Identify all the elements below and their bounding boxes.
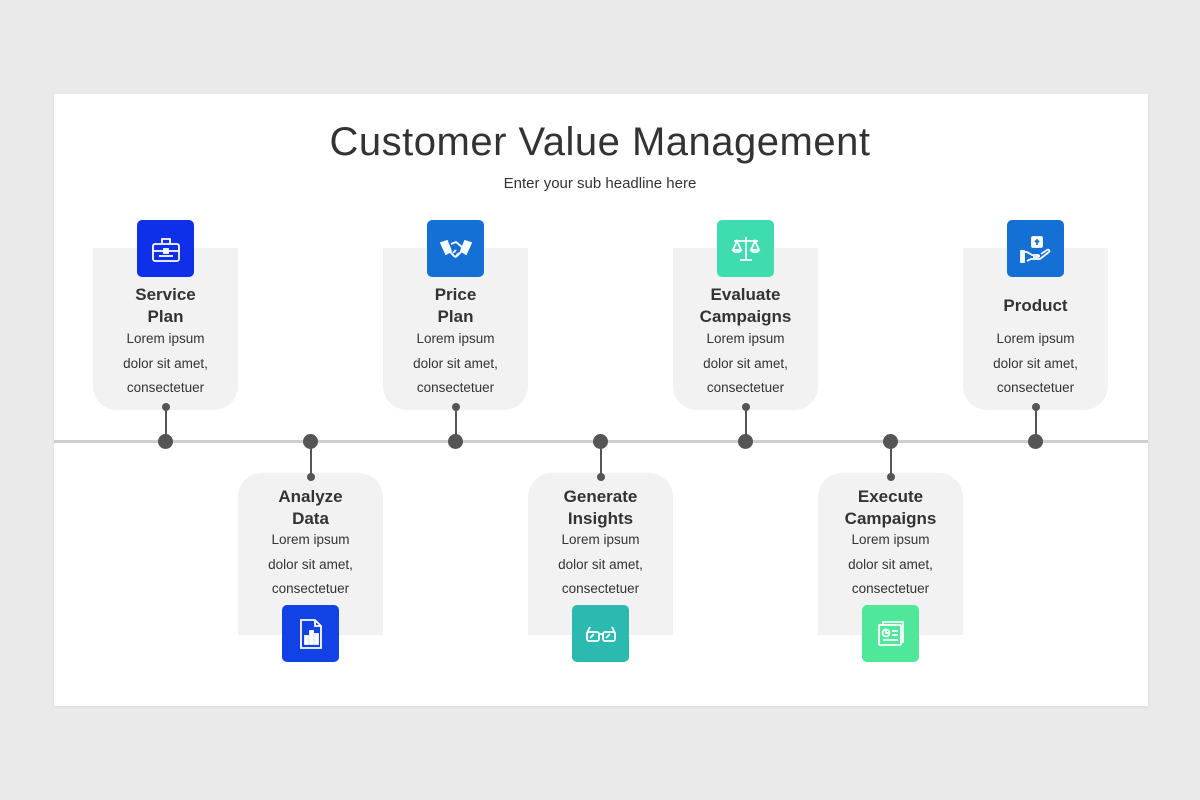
handshake-icon [427,220,484,277]
connector-stem [890,448,892,475]
step-title: Execute Campaigns [844,487,937,528]
connector-stem [745,407,747,437]
timeline-node [883,434,898,449]
step-description: Lorem ipsum dolor sit amet, consectetuer [268,532,353,596]
connector-stem [310,448,312,475]
timeline-node [1028,434,1043,449]
connector-dot [597,473,605,481]
connector-dot [307,473,315,481]
step-description: Lorem ipsum dolor sit amet, consectetuer [703,331,788,395]
report-document-icon [862,605,919,662]
connector-stem [165,407,167,437]
step-description: Lorem ipsum dolor sit amet, consectetuer [413,331,498,395]
step-title: Service Plan [135,285,196,326]
briefcase-icon [137,220,194,277]
step-description: Lorem ipsum dolor sit amet, consectetuer [848,532,933,596]
step-description: Lorem ipsum dolor sit amet, consectetuer [993,331,1078,395]
page-subtitle: Enter your sub headline here [503,175,697,192]
connector-stem [600,448,602,475]
step-title: Evaluate Campaigns [699,285,792,326]
connector-stem [1035,407,1037,437]
step-title: Generate Insights [563,487,638,528]
step-description: Lorem ipsum dolor sit amet, consectetuer [123,331,208,395]
connector-stem [455,407,457,437]
timeline-node [593,434,608,449]
page-title: Customer Value Management [329,120,871,164]
timeline-node [303,434,318,449]
timeline-node [158,434,173,449]
connector-dot [887,473,895,481]
hand-box-icon [1007,220,1064,277]
scales-icon [717,220,774,277]
timeline-node [448,434,463,449]
step-title: Analyze Data [278,487,343,528]
step-description: Lorem ipsum dolor sit amet, consectetuer [558,532,643,596]
step-title: Product [1003,296,1068,315]
glasses-icon [572,605,629,662]
bar-chart-document-icon [282,605,339,662]
step-title: Price Plan [434,285,477,326]
timeline-node [738,434,753,449]
step-card-product: Product Lorem ipsum dolor sit amet, cons… [963,248,1108,410]
